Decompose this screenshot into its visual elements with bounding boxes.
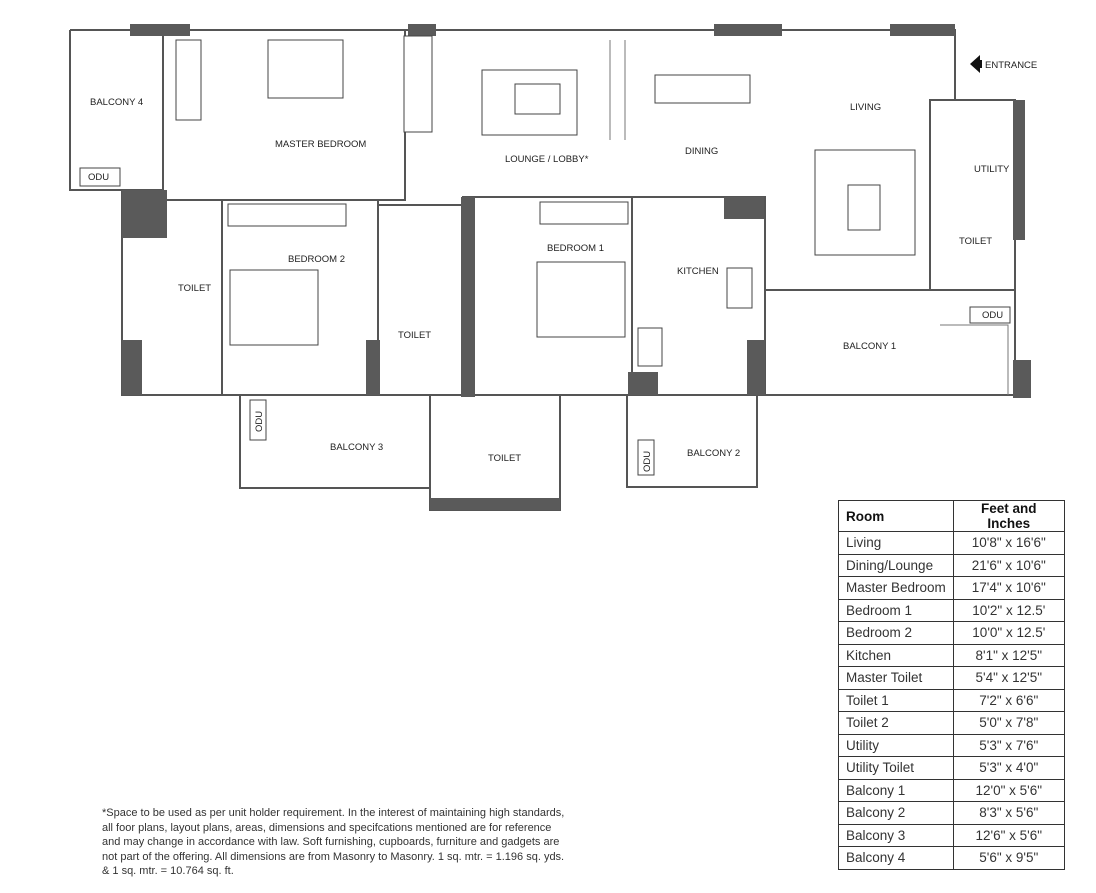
room-name: Balcony 1 (838, 778, 954, 802)
room-name: Master Toilet (838, 666, 954, 690)
label-odu: ODU (642, 451, 653, 472)
entrance-arrow-icon (970, 55, 982, 73)
room-name: Living (838, 531, 954, 555)
label-master-bedroom: MASTER BEDROOM (275, 139, 366, 150)
disclaimer-note: *Space to be used as per unit holder req… (102, 807, 565, 877)
lounge-table (514, 83, 561, 115)
stove (726, 267, 753, 309)
room-dimensions: 10'8" x 16'6" (952, 531, 1065, 555)
label-toilet: TOILET (398, 330, 431, 341)
label-odu: ODU (88, 172, 109, 183)
odu-balcony3 (249, 399, 267, 441)
wardrobe-master (175, 39, 202, 121)
room-name: Bedroom 2 (838, 621, 954, 645)
room-dimensions: 8'1" x 12'5" (952, 643, 1065, 667)
room-name: Balcony 2 (838, 801, 954, 825)
bedroom1-bed (536, 261, 626, 338)
odu-balcony2 (637, 439, 655, 476)
wardrobe-bedroom1 (539, 201, 629, 225)
label-lounge: LOUNGE / LOBBY* (505, 154, 589, 165)
room-dimensions: 5'3" x 7'6" (952, 733, 1065, 757)
room-dimensions: 10'0" x 12.5' (952, 621, 1065, 645)
room-dimensions: 21'6" x 10'6" (952, 553, 1065, 577)
label-kitchen: KITCHEN (677, 266, 719, 277)
label-odu: ODU (982, 310, 1003, 321)
label-toilet: TOILET (488, 453, 521, 464)
room-dimensions: 17'4" x 10'6" (952, 576, 1065, 600)
label-master-toilet: TOILET (178, 283, 211, 294)
column-header-room: Room (838, 500, 954, 532)
room-dimensions: 5'4" x 12'5" (952, 666, 1065, 690)
room-name: Dining/Lounge (838, 553, 954, 577)
room-name: Master Bedroom (838, 576, 954, 600)
room-name: Toilet 1 (838, 688, 954, 712)
room-name: Utility (838, 733, 954, 757)
label-balcony4: BALCONY 4 (90, 97, 143, 108)
room-dimensions: 8'3" x 5'6" (952, 801, 1065, 825)
living-table (847, 184, 881, 231)
odu-balcony1 (969, 306, 1011, 324)
label-balcony2: BALCONY 2 (687, 448, 740, 459)
label-balcony3: BALCONY 3 (330, 442, 383, 453)
wardrobe-lounge (403, 35, 433, 133)
label-utility: UTILITY (974, 164, 1010, 175)
label-bedroom1: BEDROOM 1 (547, 243, 604, 254)
label-balcony1: BALCONY 1 (843, 341, 896, 352)
wardrobe-bedroom2 (227, 203, 347, 227)
room-name: Toilet 2 (838, 711, 954, 735)
room-name: Utility Toilet (838, 756, 954, 780)
structural-columns (122, 24, 1031, 510)
column-header-dimensions: Feet and Inches (952, 500, 1065, 532)
kitchen-sink (637, 327, 663, 367)
room-dimensions: 5'6" x 9'5" (952, 846, 1065, 870)
odu-balcony4 (79, 167, 121, 187)
room-dimensions: 10'2" x 12.5' (952, 598, 1065, 622)
dining-table (654, 74, 751, 104)
label-odu: ODU (254, 411, 265, 432)
table-header-row: Room Feet and Inches (838, 500, 1065, 532)
label-living: LIVING (850, 102, 881, 113)
room-name: Kitchen (838, 643, 954, 667)
room-name: Balcony 3 (838, 823, 954, 847)
room-dimensions: 5'3" x 4'0" (952, 756, 1065, 780)
room-dimensions: 7'2" x 6'6" (952, 688, 1065, 712)
furniture (79, 35, 1011, 476)
room-dimensions: 5'0" x 7'8" (952, 711, 1065, 735)
label-bedroom2: BEDROOM 2 (288, 254, 345, 265)
room-name: Bedroom 1 (838, 598, 954, 622)
label-utility-toilet: TOILET (959, 236, 992, 247)
label-entrance: ENTRANCE (985, 60, 1037, 71)
room-dimensions: 12'0" x 5'6" (952, 778, 1065, 802)
master-bed (267, 39, 344, 99)
room-name: Balcony 4 (838, 846, 954, 870)
label-dining: DINING (685, 146, 718, 157)
bedroom2-bed (229, 269, 319, 346)
room-dimensions: 12'6" x 5'6" (952, 823, 1065, 847)
